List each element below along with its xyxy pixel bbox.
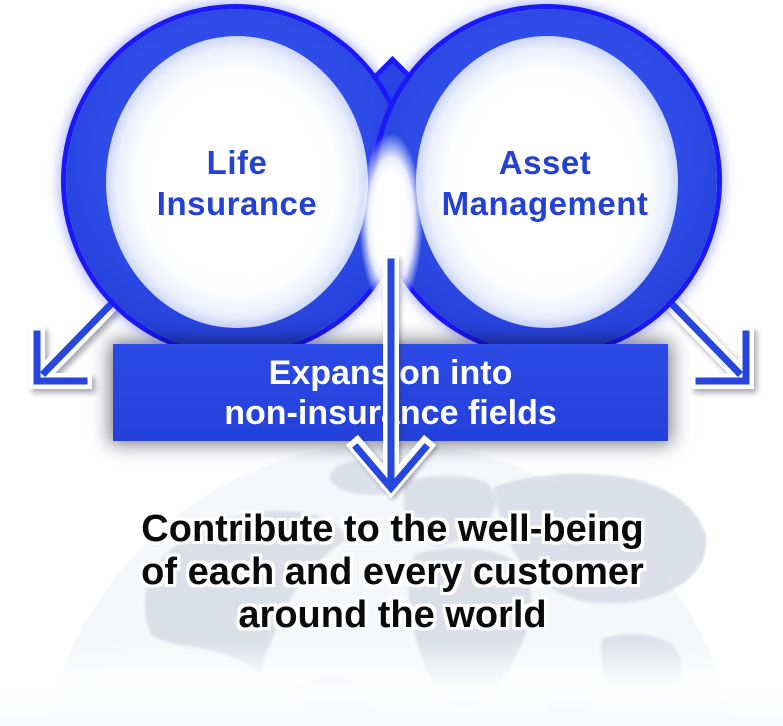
life-insurance-circle bbox=[106, 36, 368, 328]
asset-management-label: Asset Management bbox=[441, 144, 649, 222]
asset-management-circle bbox=[416, 36, 678, 328]
goal-statement: Contribute to the well-being of each and… bbox=[141, 508, 644, 636]
expansion-banner-label: Expansion into non-insurance fields bbox=[224, 353, 557, 432]
arrow-down-icon bbox=[346, 256, 436, 499]
life-insurance-label: Life Insurance bbox=[156, 144, 318, 222]
globe-bottom-fade bbox=[0, 638, 783, 726]
